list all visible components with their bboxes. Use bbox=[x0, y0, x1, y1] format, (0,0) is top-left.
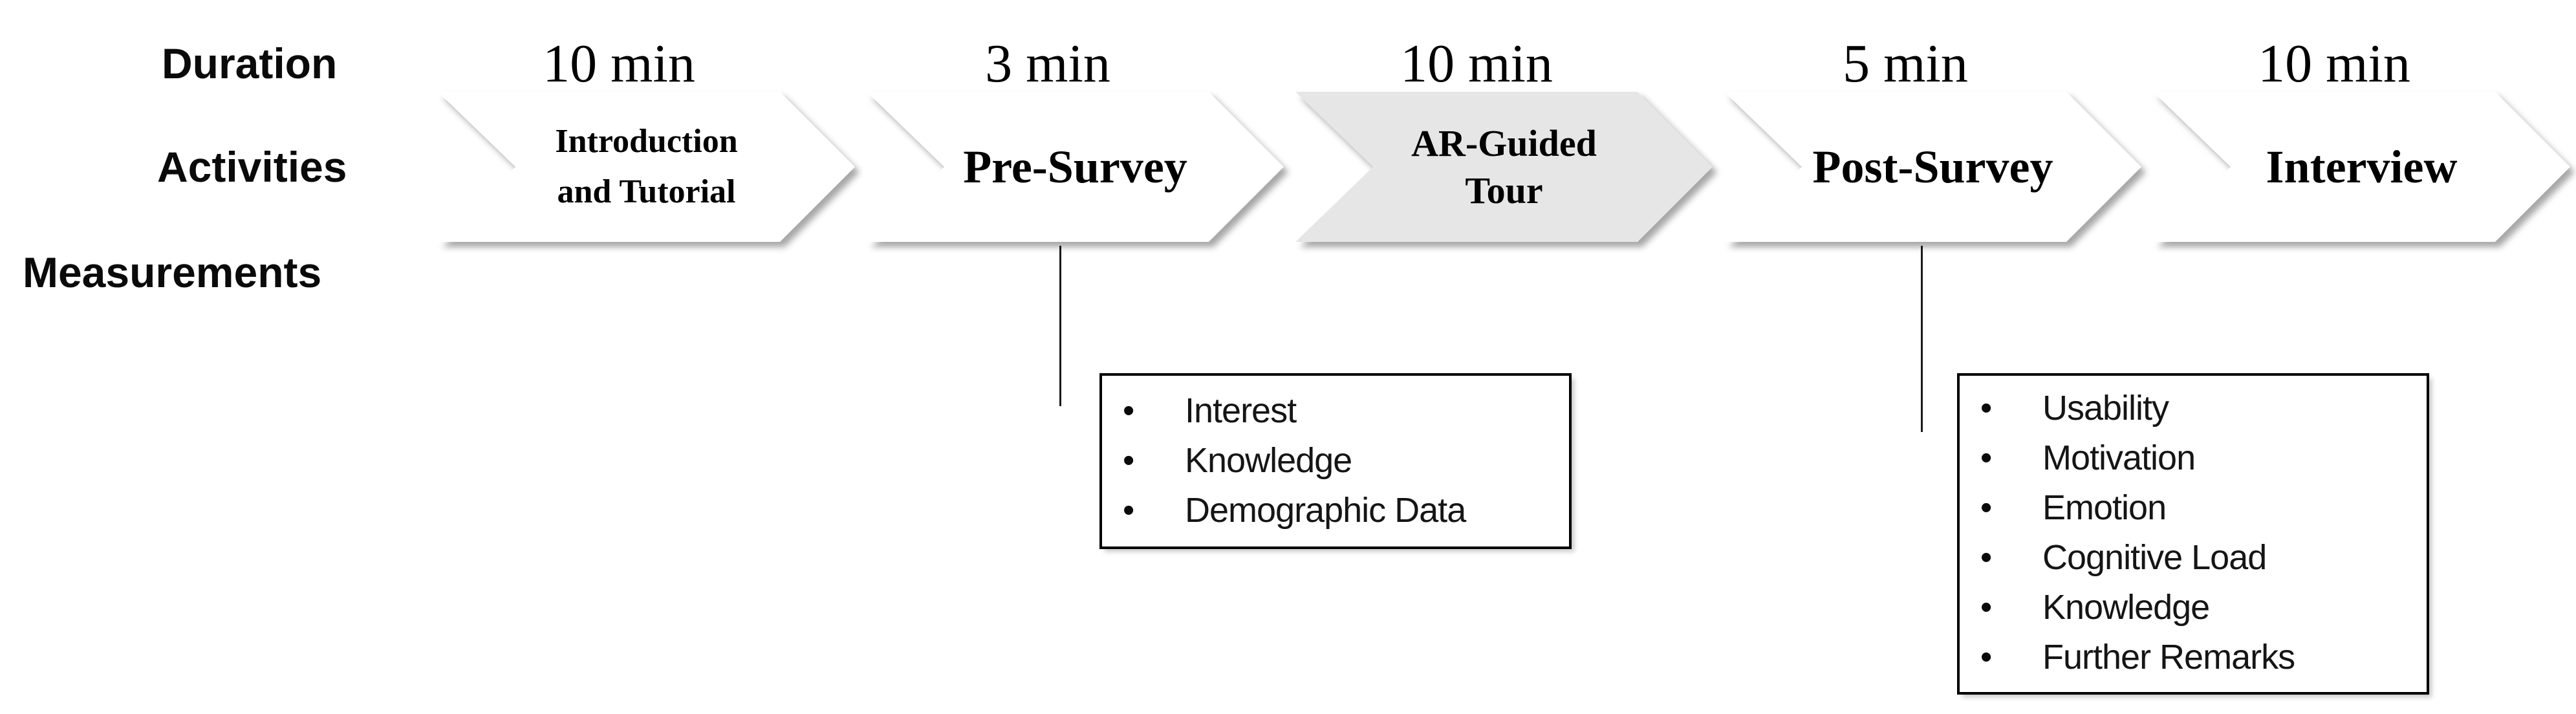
measurements-box-post-survey: Usability Motivation Emotion Cognitive L… bbox=[1957, 373, 2429, 695]
measurements-box-pre-survey: Interest Knowledge Demographic Data bbox=[1099, 373, 1572, 549]
activity-label-introduction-tutorial: Introduction and Tutorial bbox=[438, 92, 855, 242]
chevron-shape bbox=[2153, 92, 2570, 242]
measurement-item: Knowledge bbox=[1960, 583, 2427, 633]
duration-step-3: 10 min bbox=[1400, 34, 1553, 94]
measurement-item: Emotion bbox=[1960, 483, 2427, 533]
activity-text-line1: Post-Survey bbox=[1812, 140, 2053, 193]
activity-text-line2: and Tutorial bbox=[557, 173, 736, 210]
chevron-pre-survey bbox=[867, 92, 1284, 242]
measurement-item: Interest bbox=[1102, 386, 1569, 436]
activity-label-post-survey: Post-Survey bbox=[1724, 92, 2141, 242]
chevron-shape bbox=[1724, 92, 2141, 242]
connector-line-pre-survey bbox=[1059, 246, 1061, 406]
activity-label-ar-guided-tour: AR-Guided Tour bbox=[1295, 92, 1713, 242]
chevron-post-survey bbox=[1724, 92, 2141, 242]
activity-text-line1: Introduction bbox=[555, 123, 738, 160]
duration-step-4: 5 min bbox=[1843, 34, 1968, 94]
chevron-shape bbox=[438, 92, 855, 242]
chevron-shape-highlighted bbox=[1295, 92, 1713, 242]
activity-text-line1: AR-Guided bbox=[1411, 122, 1597, 164]
measurement-item: Knowledge bbox=[1102, 436, 1569, 486]
row-label-activities: Activities bbox=[157, 143, 347, 191]
duration-step-2: 3 min bbox=[985, 34, 1110, 94]
activity-text-line1: Interview bbox=[2266, 140, 2458, 193]
measurement-item: Demographic Data bbox=[1102, 486, 1569, 536]
duration-step-1: 10 min bbox=[543, 34, 695, 94]
measurement-item: Usability bbox=[1960, 384, 2427, 433]
measurement-item: Further Remarks bbox=[1960, 633, 2427, 682]
row-label-measurements: Measurements bbox=[23, 248, 322, 296]
connector-line-post-survey bbox=[1921, 246, 1923, 432]
measurements-list-pre-survey: Interest Knowledge Demographic Data bbox=[1102, 376, 1569, 536]
activity-text-line1: Pre-Survey bbox=[963, 140, 1187, 193]
chevron-ar-guided-tour bbox=[1295, 92, 1713, 242]
duration-step-5: 10 min bbox=[2258, 34, 2410, 94]
chevron-interview bbox=[2153, 92, 2570, 242]
measurement-item: Motivation bbox=[1960, 433, 2427, 483]
activity-label-pre-survey: Pre-Survey bbox=[867, 92, 1284, 242]
measurements-list-post-survey: Usability Motivation Emotion Cognitive L… bbox=[1960, 376, 2427, 682]
chevron-introduction-tutorial bbox=[438, 92, 855, 242]
activity-text-line2: Tour bbox=[1465, 169, 1543, 211]
chevron-shape bbox=[867, 92, 1284, 242]
activity-label-interview: Interview bbox=[2153, 92, 2570, 242]
measurement-item: Cognitive Load bbox=[1960, 533, 2427, 583]
row-label-duration: Duration bbox=[162, 39, 338, 87]
